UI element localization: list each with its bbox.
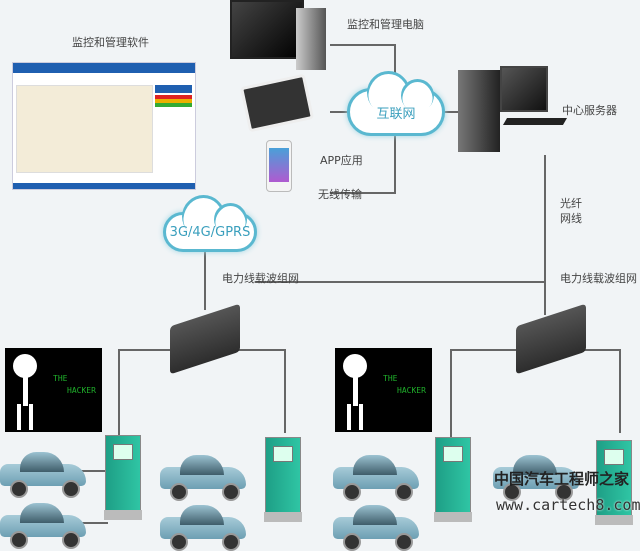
electric-car <box>0 452 88 498</box>
hacker-text: HACKER <box>67 386 96 395</box>
status-bar-red <box>155 95 192 99</box>
software-label: 监控和管理软件 <box>72 36 149 49</box>
link-line <box>284 349 286 433</box>
mobile-network-label: 3G/4G/GPRS <box>169 224 251 240</box>
hacker-head <box>13 354 37 378</box>
electric-car <box>160 455 248 501</box>
phone-screen <box>269 148 289 182</box>
electric-car <box>493 455 581 501</box>
keyboard <box>502 118 568 125</box>
monitor-pc <box>230 0 304 59</box>
mobile-network-cloud: 3G/4G/GPRS <box>163 212 257 252</box>
fiber-label: 光纤 <box>560 197 582 210</box>
electric-car <box>160 505 248 551</box>
watermark-url: www.cartech8.com <box>496 496 640 514</box>
status-bar-yellow <box>155 99 192 103</box>
hacker-text: HACKER <box>397 386 426 395</box>
server-tower <box>458 70 500 152</box>
app-label: APP应用 <box>320 154 363 167</box>
link-line <box>330 111 350 113</box>
plc-gateway <box>170 303 240 375</box>
link-line <box>619 349 621 433</box>
software-header-bar <box>13 63 195 73</box>
hacker-image: THE HACKER <box>335 348 432 432</box>
status-bar-green <box>155 103 192 107</box>
plc-network-label: 电力线载波组网 <box>560 272 637 285</box>
hacker-image: THE HACKER <box>5 348 102 432</box>
charging-pile <box>104 435 142 520</box>
wireless-label: 无线传输 <box>318 188 362 201</box>
electric-car <box>333 455 421 501</box>
plc-gateway <box>516 303 586 375</box>
software-footer-bar <box>13 183 195 189</box>
plc-network-label: 电力线载波组网 <box>222 272 299 285</box>
pc-tower <box>296 8 326 70</box>
link-line <box>450 349 452 437</box>
link-line <box>330 44 396 46</box>
internet-cloud: 互联网 <box>347 88 445 136</box>
smartphone <box>266 140 292 192</box>
map <box>16 85 153 173</box>
fiber-line <box>544 155 546 315</box>
link-line <box>204 245 206 310</box>
hacker-text: THE <box>53 374 68 383</box>
tablet <box>239 73 315 133</box>
charging-pile <box>434 437 472 522</box>
hacker-text: THE <box>383 374 398 383</box>
link-line <box>330 192 396 194</box>
internet-label: 互联网 <box>376 106 416 122</box>
link-line <box>440 111 458 113</box>
cable-label: 网线 <box>560 212 582 225</box>
panel-header <box>155 85 192 93</box>
watermark-text: 中国汽车工程师之家 <box>494 470 630 488</box>
hacker-body <box>23 376 28 406</box>
pc-label: 监控和管理电脑 <box>347 18 424 31</box>
hacker-leg <box>17 404 21 430</box>
hacker-leg <box>347 404 351 430</box>
hacker-body <box>353 376 358 406</box>
hacker-leg <box>29 404 33 430</box>
electric-car <box>333 505 421 551</box>
charging-pile <box>264 437 302 522</box>
electric-car <box>0 503 88 549</box>
hacker-head <box>343 354 367 378</box>
server-monitor <box>500 66 548 112</box>
hacker-leg <box>359 404 363 430</box>
server-label: 中心服务器 <box>562 104 617 117</box>
software-screenshot <box>12 62 196 190</box>
cable <box>80 470 108 472</box>
link-line <box>255 281 545 283</box>
link-line <box>118 349 120 437</box>
